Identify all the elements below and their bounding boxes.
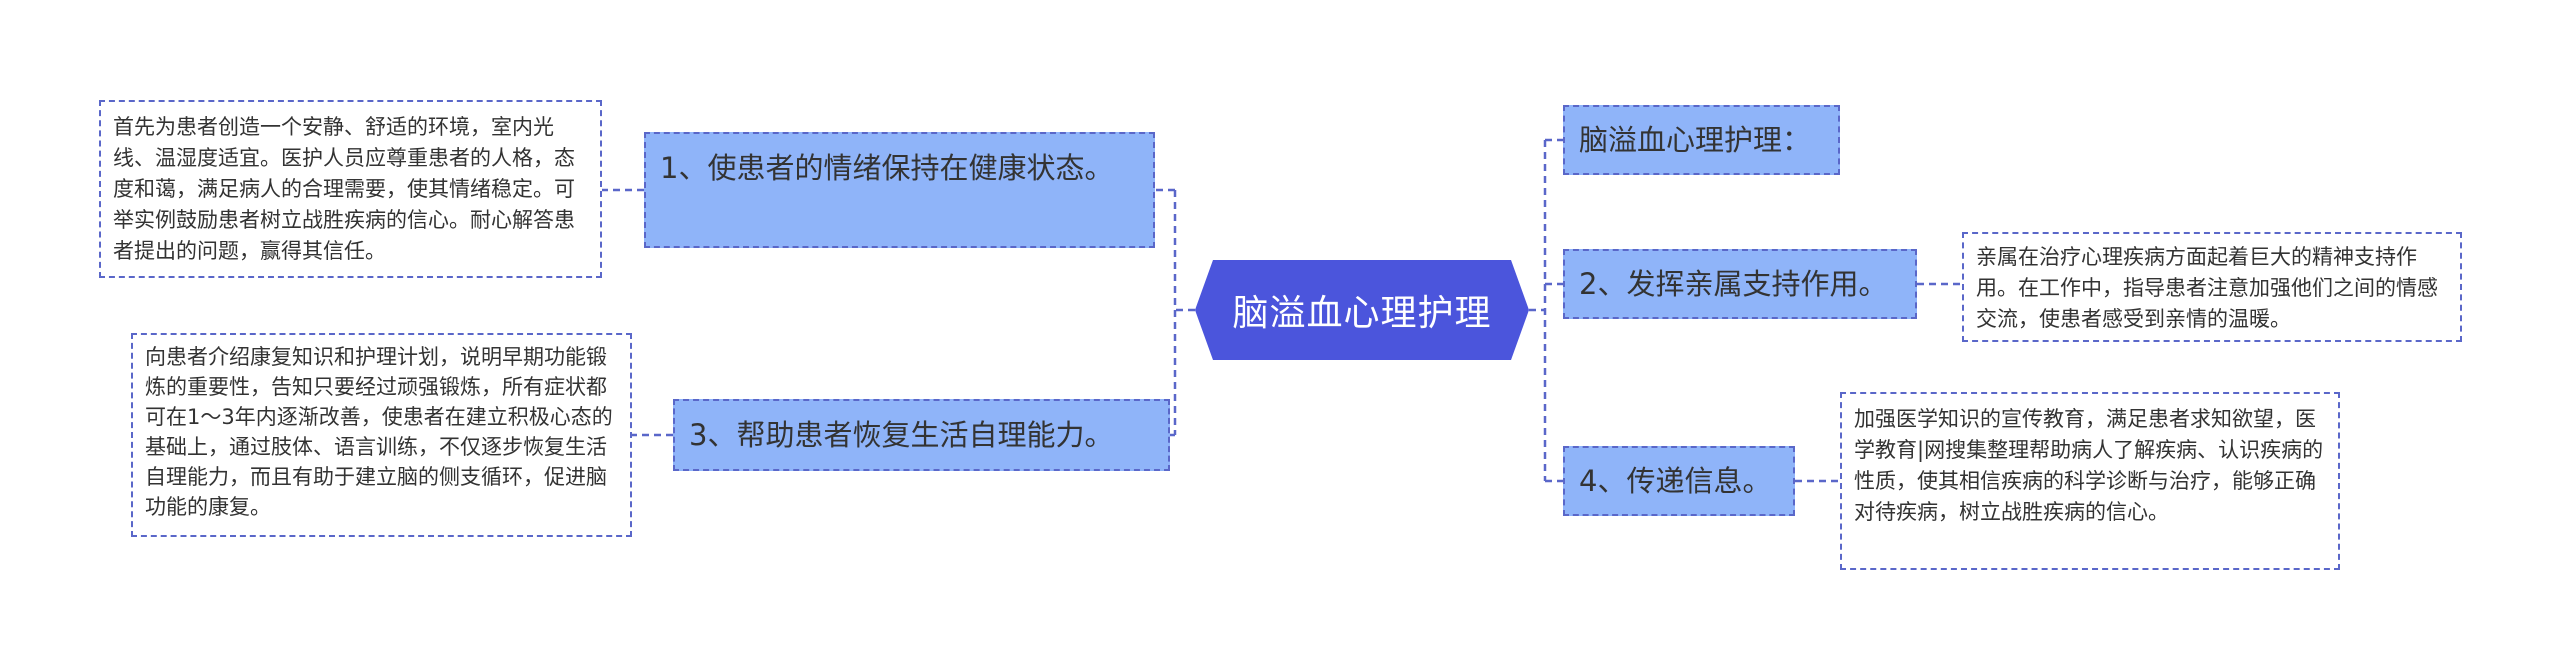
central-topic-label: 脑溢血心理护理 <box>1232 293 1492 334</box>
leaf-family-support-detail: 亲属在治疗心理疾病方面起着巨大的精神支持作用。在工作中，指导患者注意加强他们之间… <box>1962 232 2462 342</box>
leaf-self-care-detail: 向患者介绍康复知识和护理计划，说明早期功能锻炼的重要性，告知只要经过顽强锻炼，所… <box>131 333 632 537</box>
branch-information-label: 4、传递信息。 <box>1579 464 1772 498</box>
central-shape <box>1195 260 1529 360</box>
branch-emotion-health[interactable]: 1、使患者的情绪保持在健康状态。 <box>644 132 1155 248</box>
branch-topic-heading[interactable]: 脑溢血心理护理： <box>1563 105 1840 175</box>
leaf-emotion-health-text: 首先为患者创造一个安静、舒适的环境，室内光线、温湿度适宜。医护人员应尊重患者的人… <box>113 115 575 263</box>
branch-self-care[interactable]: 3、帮助患者恢复生活自理能力。 <box>673 399 1170 471</box>
branch-family-support[interactable]: 2、发挥亲属支持作用。 <box>1563 249 1917 319</box>
leaf-information-text: 加强医学知识的宣传教育，满足患者求知欲望，医学教育|网搜集整理帮助病人了解疾病、… <box>1854 407 2324 524</box>
branch-family-support-label: 2、发挥亲属支持作用。 <box>1579 267 1888 301</box>
branch-information[interactable]: 4、传递信息。 <box>1563 446 1795 516</box>
branch-topic-heading-label: 脑溢血心理护理： <box>1579 123 1812 157</box>
leaf-emotion-health-detail: 首先为患者创造一个安静、舒适的环境，室内光线、温湿度适宜。医护人员应尊重患者的人… <box>99 100 602 278</box>
central-topic[interactable]: 脑溢血心理护理 <box>1195 260 1529 360</box>
branch-emotion-health-label: 1、使患者的情绪保持在健康状态。 <box>660 151 1114 185</box>
leaf-self-care-text: 向患者介绍康复知识和护理计划，说明早期功能锻炼的重要性，告知只要经过顽强锻炼，所… <box>145 345 613 519</box>
branch-self-care-label: 3、帮助患者恢复生活自理能力。 <box>689 418 1114 452</box>
leaf-family-support-text: 亲属在治疗心理疾病方面起着巨大的精神支持作用。在工作中，指导患者注意加强他们之间… <box>1976 245 2438 331</box>
leaf-information-detail: 加强医学知识的宣传教育，满足患者求知欲望，医学教育|网搜集整理帮助病人了解疾病、… <box>1840 392 2340 570</box>
